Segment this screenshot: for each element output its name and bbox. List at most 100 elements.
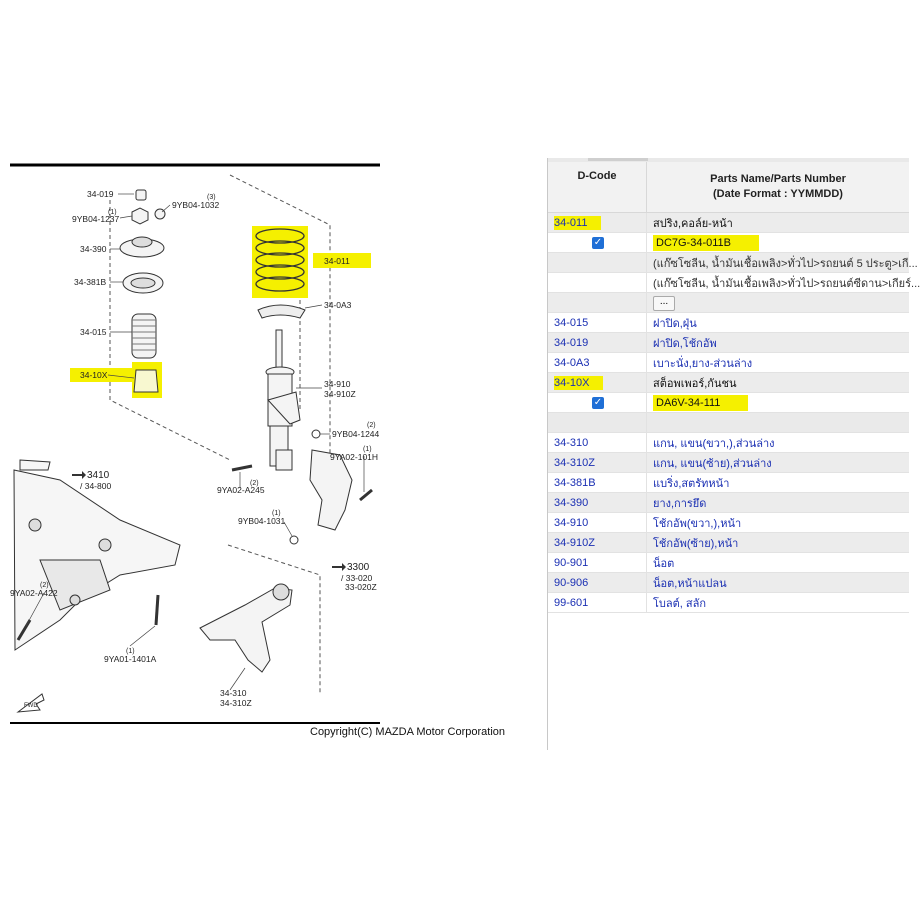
table-row[interactable]: 99-601 โบลต์, สลัก: [548, 592, 909, 613]
table-row[interactable]: ✓ DC7G-34-011B: [548, 232, 909, 253]
bolt-9ya02-101h: [359, 488, 373, 502]
nut-9yb04-1237: [131, 207, 149, 225]
guide-lines: [109, 174, 331, 695]
table-row[interactable]: 34-015 ฝาปิด,ฝุ่น: [548, 312, 909, 333]
table-row[interactable]: 34-910Z โช้กอัพ(ซ้าย),หน้า: [548, 532, 909, 553]
highlight-34-10x-label: [70, 368, 132, 382]
header-date-format: (Date Format : YYMMDD): [713, 188, 843, 200]
rubber-seat-34-0a3: [257, 304, 306, 319]
part-applicability: (แก๊ซโซลีน, น้ำมันเชื้อเพลิง>ทั่วไป>รถยน…: [653, 277, 920, 290]
table-row: (แก๊ซโซลีน, น้ำมันเชื้อเพลิง>ทั่วไป>รถยน…: [548, 272, 920, 293]
checkbox-checked-icon[interactable]: ✓: [592, 237, 604, 249]
bolt-9ya01-1401a: [154, 594, 160, 626]
table-row[interactable]: 34-390 ยาง,การยึด: [548, 492, 909, 513]
part-name[interactable]: แกน, แขน(ซ้าย),ส่วนล่าง: [653, 457, 772, 470]
label-9ya02-101h: 9YA02-101H: [330, 452, 378, 462]
dcode-link[interactable]: 34-910Z: [554, 536, 595, 549]
steering-knuckle: [309, 449, 353, 531]
header-parts-name: Parts Name/Parts Number (Date Format : Y…: [646, 162, 909, 213]
dcode-link[interactable]: 99-601: [554, 596, 589, 609]
label-9yb04-1237: 9YB04-1237: [72, 214, 120, 224]
label-fwd: FWD: [24, 703, 38, 709]
dcode-link[interactable]: 34-10X: [554, 375, 604, 390]
part-name[interactable]: ฝาปิด,ฝุ่น: [653, 317, 697, 330]
part-name[interactable]: ฝาปิด,โช้กอัพ: [653, 337, 717, 350]
coil-spring-34-011: [255, 228, 305, 292]
dcode-link[interactable]: 90-906: [554, 576, 589, 589]
label-34-910: 34-910: [324, 379, 351, 389]
part-name[interactable]: โบลต์, สลัก: [653, 597, 707, 610]
table-row[interactable]: 34-381B แบริ่ง,สตรัทหน้า: [548, 472, 909, 493]
shock-absorber-34-910: [265, 329, 301, 471]
diagram-labels: 34-019 (1) 9YB04-1237 (3) 9YB04-1032 34-…: [10, 189, 380, 709]
label-34-390: 34-390: [80, 244, 107, 254]
label-34-019: 34-019: [87, 189, 114, 199]
ref-arrow-icon: [72, 471, 86, 479]
table-row[interactable]: 34-011 สปริง,คอล์ย-หน้า: [548, 212, 909, 233]
table-header: D-Code Parts Name/Parts Number (Date For…: [548, 162, 909, 213]
part-name[interactable]: โช้กอัพ(ซ้าย),หน้า: [653, 537, 739, 550]
part-name: สปริง,คอล์ย-หน้า: [653, 217, 733, 230]
label-34-0a3: 34-0A3: [324, 300, 352, 310]
table-row[interactable]: 34-10X สต็อพเพอร์,กันชน: [548, 372, 909, 393]
label-34-800: / 34-800: [80, 481, 111, 491]
ref-arrow-icon: [332, 563, 346, 571]
part-name[interactable]: น็อต,หน้าแปลน: [653, 577, 727, 590]
bolt-9ya02-a245: [231, 464, 253, 472]
label-34-310: 34-310: [220, 688, 247, 698]
dcode-link[interactable]: 34-390: [554, 496, 589, 509]
dcode-link[interactable]: 34-0A3: [554, 356, 590, 369]
label-qty: (1): [126, 648, 135, 655]
label-9ya02-a422: 9YA02-A422: [10, 588, 58, 598]
table-row[interactable]: 34-310Z แกน, แขน(ซ้าย),ส่วนล่าง: [548, 452, 909, 473]
table-row[interactable]: 34-310 แกน, แขน(ขวา,),ส่วนล่าง: [548, 432, 909, 453]
fwd-arrow-icon: [16, 693, 45, 713]
table-row[interactable]: 34-910 โช้กอัพ(ขวา,),หน้า: [548, 512, 909, 533]
dcode-link[interactable]: 34-910: [554, 516, 589, 529]
label-9ya02-a245: 9YA02-A245: [217, 485, 265, 495]
dcode-link[interactable]: 34-381B: [554, 476, 596, 489]
bump-stopper-34-10x: [133, 369, 159, 393]
highlight-coil-spring: [252, 226, 308, 298]
part-name[interactable]: แกน, แขน(ขวา,),ส่วนล่าง: [653, 437, 775, 450]
crossmember-3410: [13, 459, 181, 651]
label-34-015: 34-015: [80, 327, 107, 337]
parts-diagram: 34-019 (1) 9YB04-1237 (3) 9YB04-1032 34-…: [10, 163, 380, 724]
parts-table: D-Code Parts Name/Parts Number (Date For…: [548, 162, 920, 613]
dcode-link[interactable]: 34-015: [554, 316, 589, 329]
dcode-link[interactable]: 90-901: [554, 556, 589, 569]
parts-panel: D-Code Parts Name/Parts Number (Date For…: [547, 158, 920, 750]
more-button[interactable]: ...: [653, 295, 675, 311]
part-name[interactable]: ยาง,การยึด: [653, 497, 707, 510]
arm-bushing: [272, 583, 290, 601]
table-row[interactable]: 34-019 ฝาปิด,โช้กอัพ: [548, 332, 909, 353]
dcode-link[interactable]: 34-310Z: [554, 456, 595, 469]
nut-9yb04-1031: [289, 535, 299, 545]
label-qty: (2): [40, 582, 49, 589]
dcode-link[interactable]: 34-011: [554, 215, 602, 230]
table-row[interactable]: ✓ DA6V-34-111: [548, 392, 909, 413]
scrollbar-thumb[interactable]: [588, 158, 648, 161]
part-number[interactable]: DC7G-34-011B: [653, 234, 759, 251]
horizontal-scrollbar[interactable]: [548, 158, 909, 162]
dcode-link[interactable]: 34-310: [554, 436, 589, 449]
table-row[interactable]: 34-0A3 เบาะนั่ง,ยาง-ส่วนล่าง: [548, 352, 909, 373]
table-row[interactable]: 90-906 น็อต,หน้าแปลน: [548, 572, 909, 593]
dcode-link[interactable]: 34-019: [554, 336, 589, 349]
table-row: (แก๊ซโซลีน, น้ำมันเชื้อเพลิง>ทั่วไป>รถยน…: [548, 252, 918, 273]
label-qty: (2): [250, 480, 259, 487]
part-name[interactable]: เบาะนั่ง,ยาง-ส่วนล่าง: [653, 357, 753, 370]
table-row[interactable]: 90-901 น็อต: [548, 552, 909, 573]
label-9ya01-1401a: 9YA01-1401A: [104, 654, 157, 664]
leader-lines: [25, 193, 365, 691]
highlight-34-011-label: [313, 253, 371, 268]
part-number[interactable]: DA6V-34-111: [653, 394, 749, 411]
label-qty: (1): [272, 510, 281, 517]
part-name[interactable]: โช้กอัพ(ขวา,),หน้า: [653, 517, 742, 530]
part-name[interactable]: แบริ่ง,สตรัทหน้า: [653, 477, 730, 490]
header-parts-name-line1: Parts Name/Parts Number: [710, 173, 846, 185]
label-3410: 3410: [87, 470, 110, 481]
checkbox-checked-icon[interactable]: ✓: [592, 397, 604, 409]
part-name[interactable]: น็อต: [653, 557, 675, 570]
label-34-381b: 34-381B: [74, 277, 106, 287]
